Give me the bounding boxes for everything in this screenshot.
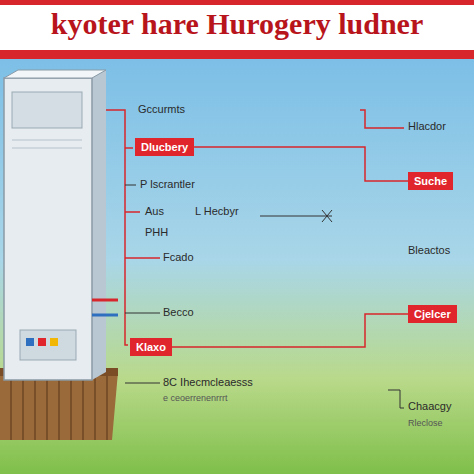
title-text: kyoter hare Hurogery ludner [0, 6, 474, 42]
label-text: Fcado [163, 251, 194, 263]
label-text: Bleactos [408, 244, 450, 256]
red-tag-box: Dlucbery [135, 138, 194, 156]
connector-line [172, 314, 408, 347]
red-tag-box: Suche [408, 172, 453, 190]
tag-text: Dlucbery [141, 141, 188, 153]
label-text: Rleclose [408, 418, 443, 428]
label-text: Becco [163, 306, 194, 318]
label-text: 8C Ihecmcleaesss [163, 376, 253, 388]
label-text: PHH [145, 226, 168, 238]
red-tag-box: Cjelcer [408, 305, 457, 323]
label-text: Aus [145, 205, 164, 217]
label-text: P lscrantler [140, 178, 195, 190]
tag-text: Klaxo [136, 341, 166, 353]
tag-text: Suche [414, 175, 447, 187]
tag-text: Cjelcer [414, 308, 451, 320]
red-tag-box: Klaxo [130, 338, 172, 356]
label-text: Hlacdor [408, 120, 446, 132]
connector-line [194, 147, 408, 181]
label-text: Chaacgy [408, 400, 451, 412]
label-text: e ceoerrenenrrrt [163, 393, 228, 403]
label-text: L Hecbyr [195, 205, 239, 217]
label-text: Gccurmts [138, 103, 185, 115]
